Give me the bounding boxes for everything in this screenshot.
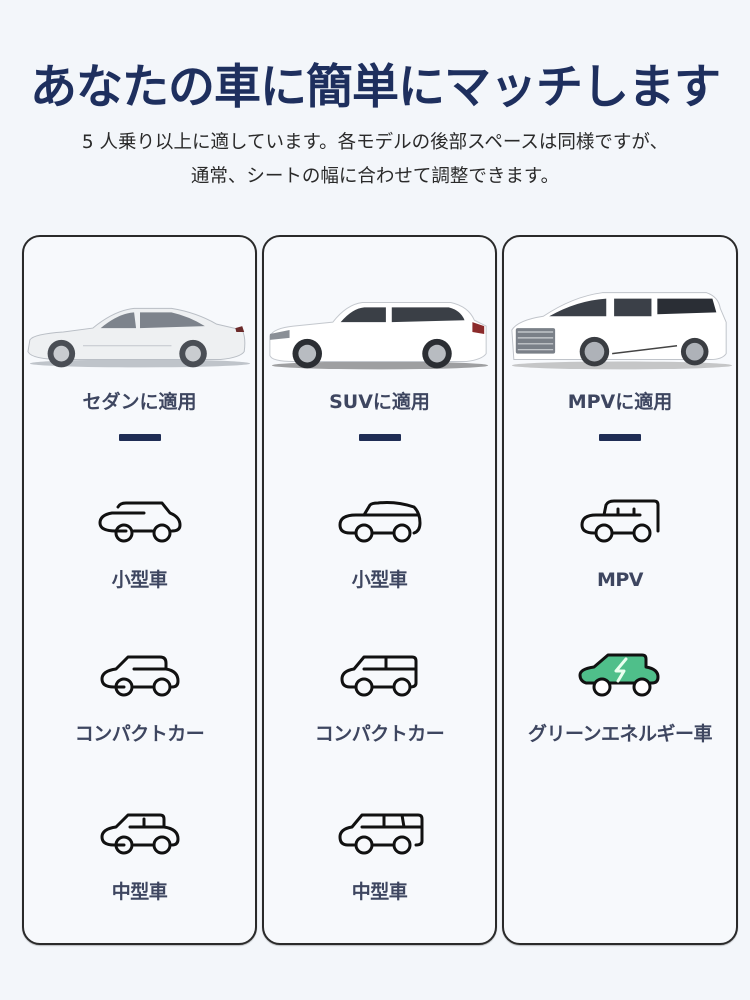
item-label: グリーンエネルギー車: [527, 723, 713, 745]
item-label: コンパクトカー: [74, 723, 205, 745]
subtitle-line-2: 通常、シートの幅に合わせて調整できます。: [190, 166, 560, 187]
compat-item: 中型車: [264, 807, 495, 904]
compact-car-icon: [100, 655, 179, 697]
midsize-suv-icon: [338, 813, 423, 855]
accent-dash: [118, 434, 161, 441]
small-suv-icon: [338, 501, 421, 543]
item-label: 小型車: [111, 569, 168, 591]
card-heading-sedan: セダンに適用: [82, 391, 197, 413]
mpv-photo: [504, 282, 736, 382]
green-energy-car-icon: [578, 653, 660, 697]
item-label: MPV: [596, 569, 644, 591]
compat-item: グリーンエネルギー車: [504, 649, 736, 746]
suv-photo: [264, 282, 495, 382]
item-label: コンパクトカー: [314, 723, 445, 745]
compat-item: コンパクトカー: [264, 649, 495, 746]
compat-item: コンパクトカー: [24, 649, 255, 746]
item-label: 中型車: [351, 881, 408, 903]
compat-item: 小型車: [24, 495, 255, 592]
item-label: 中型車: [111, 881, 168, 903]
accent-dash: [358, 434, 401, 441]
sedan-card: セダンに適用 小型車 コンパクトカー 中型車: [22, 235, 257, 945]
small-car-icon: [98, 501, 181, 543]
item-label: 小型車: [351, 569, 408, 591]
compact-suv-icon: [340, 655, 417, 697]
accent-dash: [599, 434, 641, 441]
sedan-photo: [24, 282, 255, 382]
card-heading-mpv: MPVに適用: [567, 391, 673, 413]
compat-item: 小型車: [264, 495, 495, 592]
suv-card: SUVに適用 小型車 コンパクトカー 中型車: [262, 235, 497, 945]
subtitle-line-1: 5 人乗り以上に適しています。各モデルの後部スペースは同様ですが、: [81, 132, 669, 153]
mpv-card: MPVに適用 MPV グリーンエネルギー車: [502, 235, 738, 945]
page-title: あなたの車に簡単にマッチします: [30, 60, 721, 115]
card-heading-suv: SUVに適用: [329, 391, 430, 413]
compat-item: MPV: [504, 495, 736, 591]
mpv-icon: [580, 499, 660, 543]
compat-item: 中型車: [24, 807, 255, 904]
midsize-car-icon: [100, 813, 179, 855]
